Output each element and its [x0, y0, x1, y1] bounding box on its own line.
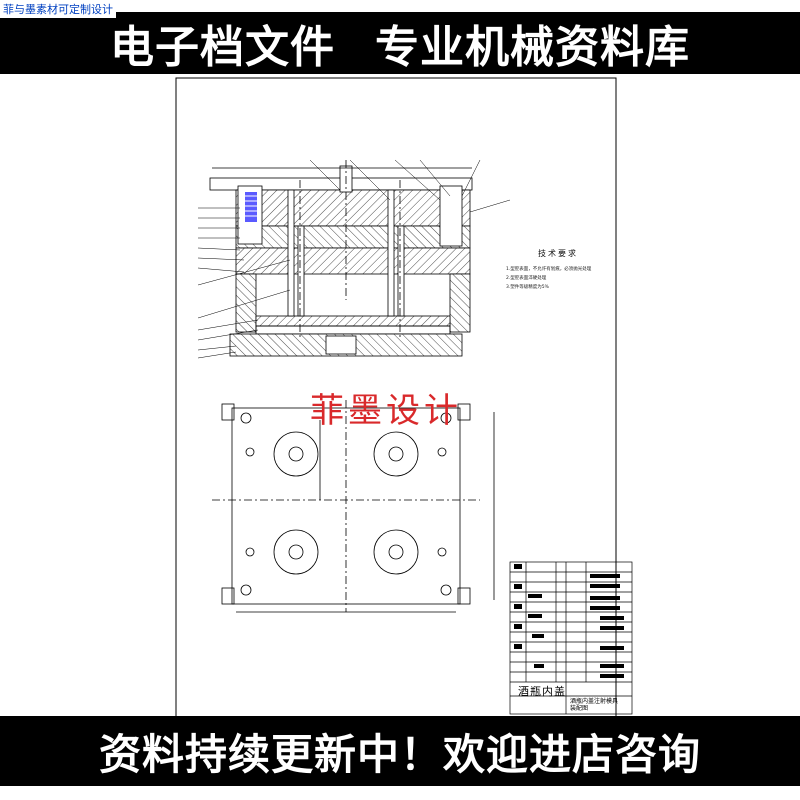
- tech-note: 1.型腔表面，不允许有划痕，必须抛光处理: [506, 267, 592, 272]
- top-banner-text-1: 电子档文件: [110, 22, 335, 73]
- plan-view: [212, 400, 495, 613]
- tech-requirements-title: 技术要求: [538, 249, 578, 258]
- top-banner: 电子档文件 专业机械资料库: [0, 12, 800, 74]
- leader-lines: [197, 159, 511, 359]
- title-block-drawing-title: 酒瓶内盖注射模具 装配图: [570, 698, 618, 712]
- title-block-part-name: 酒瓶内盖: [518, 685, 566, 698]
- tech-note: 2.型腔表面淬硬处理: [506, 276, 547, 281]
- title-block: [509, 561, 633, 715]
- bottom-banner-text: 资料持续更新中！欢迎进店咨询: [98, 729, 701, 779]
- watermark: 菲墨设计: [310, 391, 462, 431]
- bottom-banner: 资料持续更新中！欢迎进店咨询: [0, 716, 800, 786]
- spring-mark: [245, 192, 257, 222]
- top-banner-text-2: 专业机械资料库: [375, 22, 690, 73]
- title-block-title-line-2: 装配图: [570, 705, 589, 712]
- tech-note: 3.塑件等级精度为5%: [506, 285, 549, 290]
- title-block-fills: [514, 564, 624, 678]
- corner-tag: 菲与墨素材可定制设计: [0, 0, 116, 18]
- title-block-title-line-1: 酒瓶内盖注射模具: [570, 698, 619, 705]
- section-view: [209, 160, 473, 357]
